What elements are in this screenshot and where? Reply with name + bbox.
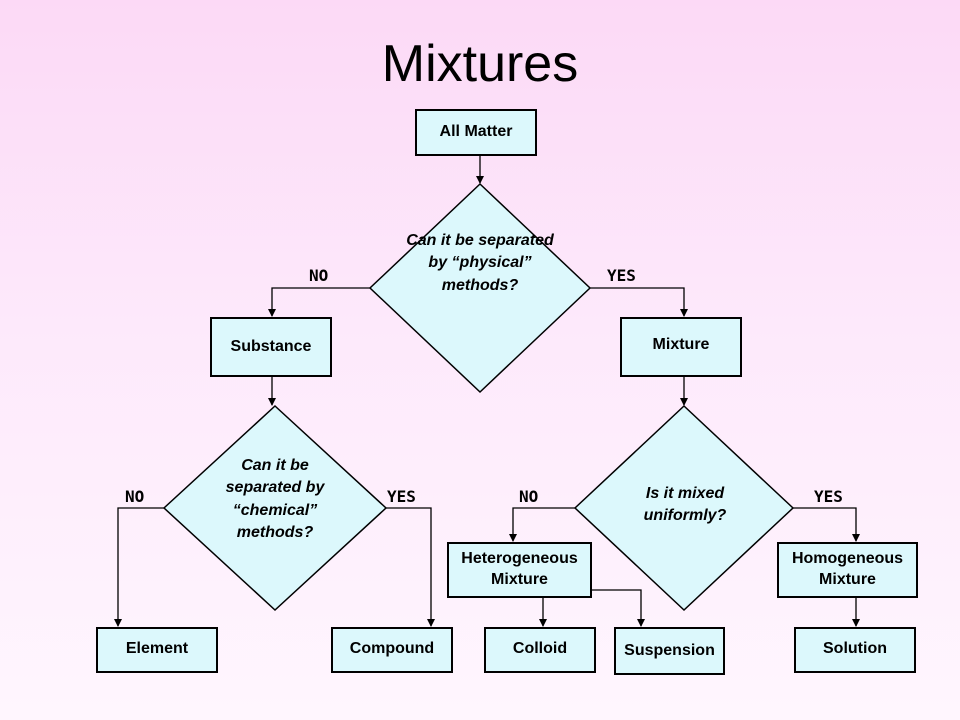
node-label: Colloid	[512, 640, 568, 657]
connector-hetero-suspension	[592, 589, 645, 627]
decision-label-uniform: Is it mixed uniformly?	[643, 485, 727, 525]
node-label: Suspension	[624, 641, 715, 659]
node-label: Solution	[823, 640, 887, 657]
connector-physical-no	[268, 287, 370, 317]
node-label: Compound	[349, 640, 435, 657]
node-label: Mixture	[652, 336, 710, 353]
node-label: Element	[125, 640, 189, 657]
branch-label-yes: YES	[814, 487, 843, 506]
connector-uniform-no	[509, 507, 575, 542]
decision-label-physical: Can it be separated by “physical” method…	[406, 232, 554, 294]
node-label: Heterogeneous Mixture	[461, 550, 578, 588]
node-mixture: Mixture	[620, 317, 742, 377]
decision-label-chemical: Can it be separated by “chemical” method…	[225, 457, 325, 542]
connector-chemical-yes	[386, 507, 435, 627]
branch-label-yes: YES	[387, 487, 416, 506]
branch-label-yes: YES	[607, 266, 636, 285]
node-label: All Matter	[439, 123, 513, 141]
branch-label-no: NO	[309, 266, 329, 285]
node-suspension: Suspension	[614, 627, 725, 675]
node-all-matter: All Matter	[415, 109, 537, 156]
node-element: Element	[96, 627, 218, 673]
connector-uniform-yes	[793, 507, 860, 542]
node-substance: Substance	[210, 317, 332, 377]
connector-physical-yes	[590, 287, 688, 317]
decision-diamond-uniform	[573, 404, 795, 612]
node-solution: Solution	[794, 627, 916, 673]
node-compound: Compound	[331, 627, 453, 673]
decision-diamond-chemical	[162, 404, 388, 612]
node-colloid: Colloid	[484, 627, 596, 673]
decision-diamond-physical	[368, 182, 592, 394]
branch-label-no: NO	[125, 487, 145, 506]
branch-label-no: NO	[519, 487, 539, 506]
node-homogeneous-mixture: Homogeneous Mixture	[777, 542, 918, 598]
node-label: Homogeneous Mixture	[791, 550, 904, 588]
connector-chemical-no	[114, 507, 164, 627]
page-title: Mixtures	[381, 35, 579, 93]
node-heterogeneous-mixture: Heterogeneous Mixture	[447, 542, 592, 598]
node-label: Substance	[230, 337, 312, 355]
